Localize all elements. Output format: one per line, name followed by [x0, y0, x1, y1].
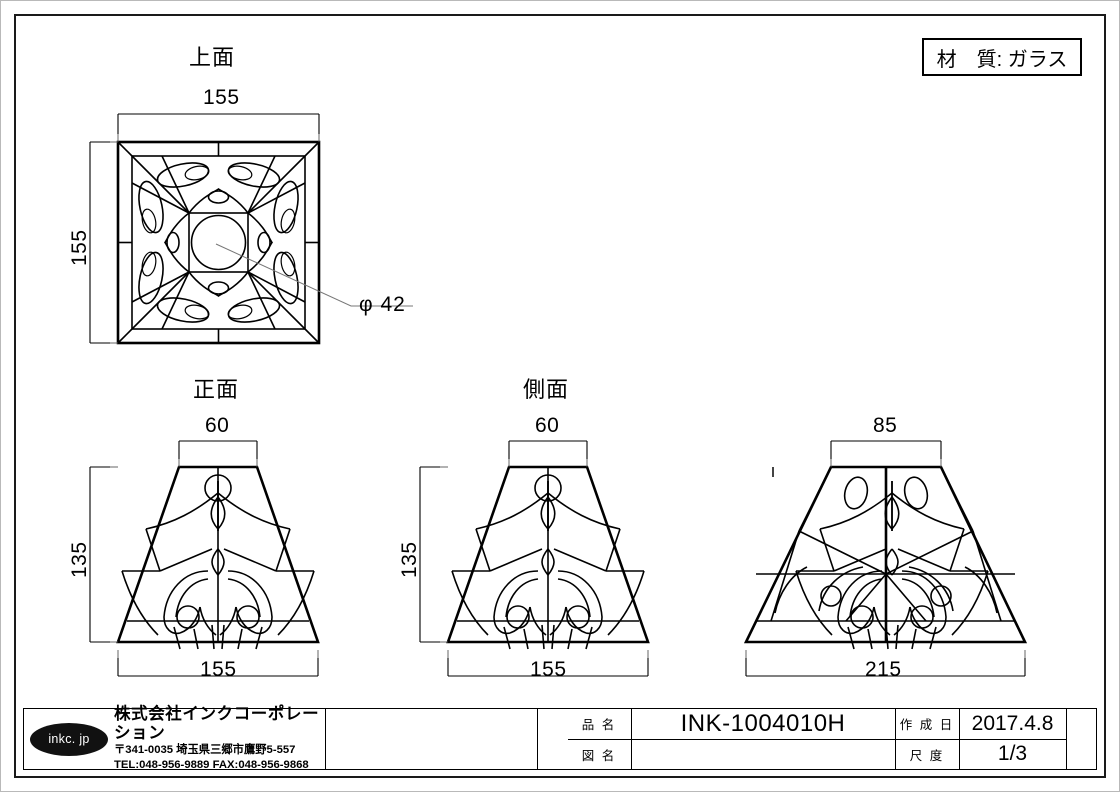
- spec-block: 品 名 INK-1004010H 作 成 日 2017.4.8 図 名 尺 度 …: [538, 709, 1096, 769]
- product-name-header: 品 名: [568, 709, 632, 739]
- company-logo-text: inkc. jp: [48, 732, 90, 746]
- top-view-width-dim: 155: [203, 86, 240, 109]
- front-view-height-dim: 135: [68, 541, 91, 578]
- corner-view-bottom-dim: 215: [865, 658, 902, 681]
- date-value: 2017.4.8: [960, 709, 1067, 739]
- drawing-row: 図 名 尺 度 1/3: [568, 739, 1067, 769]
- drawing-frame: [14, 14, 1106, 778]
- side-view-top-dim: 60: [535, 414, 560, 437]
- side-view-bottom-dim: 155: [530, 658, 567, 681]
- material-box: 材 質: ガラス: [922, 38, 1082, 76]
- scale-header: 尺 度: [896, 739, 960, 769]
- company-contact: TEL:048-956-9889 FAX:048-956-9868: [114, 758, 309, 771]
- company-name: 株式会社インクコーポレーション: [114, 705, 320, 743]
- product-name-value: INK-1004010H: [632, 709, 896, 739]
- corner-view-top-dim: 85: [873, 414, 898, 437]
- drawing-name-header: 図 名: [568, 739, 632, 769]
- company-logo: inkc. jp: [30, 722, 108, 756]
- scale-value: 1/3: [960, 739, 1067, 769]
- side-view-title: 側面: [523, 377, 570, 402]
- front-view-title: 正面: [193, 377, 240, 402]
- front-view-top-dim: 60: [205, 414, 230, 437]
- side-view-height-dim: 135: [398, 541, 421, 578]
- top-view-title: 上面: [189, 45, 236, 70]
- date-header: 作 成 日: [896, 709, 960, 739]
- title-block: inkc. jp 株式会社インクコーポレーション 〒341-0035 埼玉県三郷…: [23, 705, 1097, 771]
- company-info-cell: inkc. jp 株式会社インクコーポレーション 〒341-0035 埼玉県三郷…: [24, 705, 327, 771]
- revision-block: [326, 709, 539, 769]
- product-row: 品 名 INK-1004010H 作 成 日 2017.4.8: [567, 709, 1067, 740]
- material-text: 材 質: ガラス: [936, 48, 1068, 71]
- company-address: 〒341-0035 埼玉県三郷市鷹野5-557: [114, 744, 296, 757]
- front-view-bottom-dim: 155: [200, 658, 237, 681]
- top-view-height-dim: 155: [68, 229, 91, 266]
- top-view-hole-dim: φ 42: [359, 293, 406, 316]
- drawing-name-value: [632, 739, 896, 769]
